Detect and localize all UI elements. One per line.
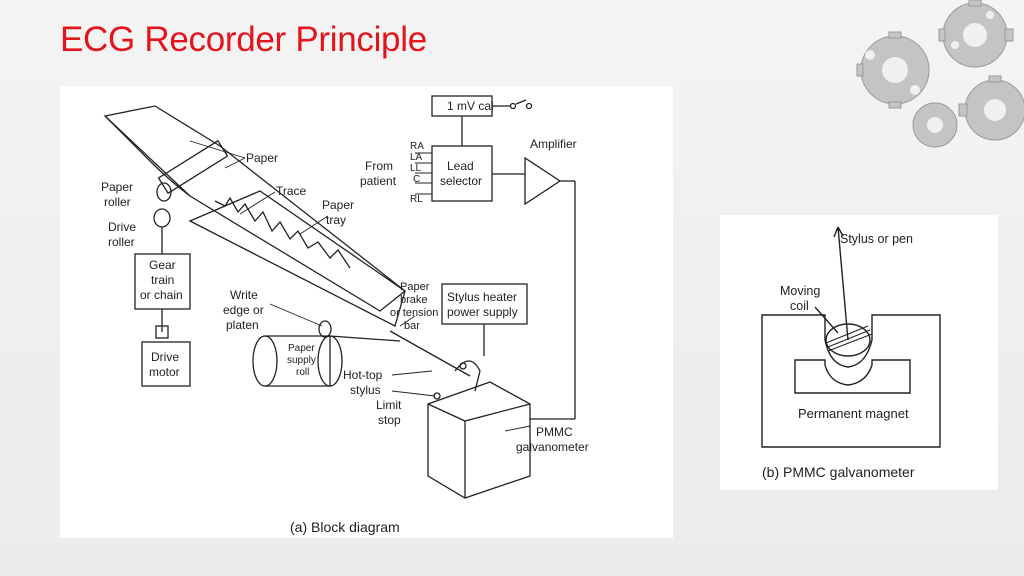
paper-brake-label-4: bar <box>404 320 420 332</box>
drive-motor-box <box>141 341 191 387</box>
paper-brake-label-3: or tension <box>390 307 438 319</box>
paper-brake-label-2: brake <box>400 294 428 306</box>
limit-stop-label: Limit <box>376 398 402 412</box>
from-patient-label-2: patient <box>360 174 397 188</box>
ra-label: RA <box>410 141 424 152</box>
paper-supply-label: Paper <box>288 343 315 354</box>
magnet-label: Permanent magnet <box>798 406 909 421</box>
moving-coil-label-2: coil <box>790 299 809 313</box>
pmmc-label: PMMC <box>536 425 573 439</box>
pmmc-label-2: galvanometer <box>516 440 589 454</box>
paper-supply-roll <box>265 335 331 387</box>
moving-coil-label: Moving <box>780 284 820 298</box>
ll-label: LL <box>410 163 422 174</box>
la-label: LA <box>410 152 423 163</box>
block-diagram-panel: 1 mV cal RA LA LL C RL From patient Lead… <box>60 86 673 538</box>
pmmc-diagram: Stylus or pen Moving coil Permanent magn… <box>761 226 941 480</box>
stylus-label: Stylus or pen <box>840 232 913 246</box>
drive-motor-label-2: motor <box>149 365 180 379</box>
pmmc-caption: (b) PMMC galvanometer <box>762 464 915 480</box>
amplifier-label: Amplifier <box>530 137 577 151</box>
drive-roller <box>153 208 171 228</box>
lead-selector-label-2: selector <box>440 174 482 188</box>
gear-train-label: Gear <box>149 258 176 272</box>
paper-tray-label: Paper <box>322 198 354 212</box>
ecg-trace <box>214 196 351 269</box>
paper-label: Paper <box>246 151 278 165</box>
drive-motor-label: Drive <box>151 350 179 364</box>
hot-tip-label-2: stylus <box>350 383 381 397</box>
stylus-line <box>837 226 849 341</box>
gears-decoration-icon <box>856 0 1024 148</box>
cal-label: 1 mV cal <box>447 99 494 113</box>
hot-tip-label: Hot-top <box>343 368 383 382</box>
block-diagram: 1 mV cal RA LA LL C RL From patient Lead… <box>101 95 589 535</box>
gear-train-label-3: or chain <box>140 288 183 302</box>
paper-tray-label-2: tray <box>326 213 346 227</box>
pmmc-galvanometer-panel: Stylus or pen Moving coil Permanent magn… <box>720 215 998 490</box>
stylus-heater-label-2: power supply <box>447 305 518 319</box>
drive-roller-label: Drive <box>108 220 136 234</box>
c-label: C <box>413 174 420 185</box>
stylus-heater-label: Stylus heater <box>447 290 517 304</box>
rl-label: RL <box>410 194 423 205</box>
from-patient-label: From <box>365 159 393 173</box>
lead-selector-label: Lead <box>447 159 474 173</box>
write-edge-label-3: platen <box>226 318 259 332</box>
gear-train-label-2: train <box>151 273 174 287</box>
amplifier-triangle <box>524 156 562 206</box>
paper-brake-label: Paper <box>400 281 430 293</box>
paper-roller <box>157 139 229 195</box>
pmmc-galvanometer-box <box>427 381 531 499</box>
slide-title: ECG Recorder Principle <box>60 20 427 59</box>
drive-roller-label-2: roller <box>108 235 135 249</box>
paper-sheet <box>103 105 407 312</box>
write-edge-label-2: edge or <box>223 303 264 317</box>
limit-stop-label-2: stop <box>378 413 401 427</box>
moving-coil <box>825 323 871 357</box>
write-edge-label: Write <box>230 288 258 302</box>
paper-roller-label-2: roller <box>104 195 131 209</box>
paper-roller-label: Paper <box>101 180 133 194</box>
block-diagram-caption: (a) Block diagram <box>290 519 400 535</box>
trace-label: Trace <box>276 184 307 198</box>
paper-supply-label-3: roll <box>296 367 309 378</box>
paper-supply-label-2: supply <box>287 355 316 366</box>
paper-tray <box>188 190 406 327</box>
magnet-outline <box>761 314 941 448</box>
